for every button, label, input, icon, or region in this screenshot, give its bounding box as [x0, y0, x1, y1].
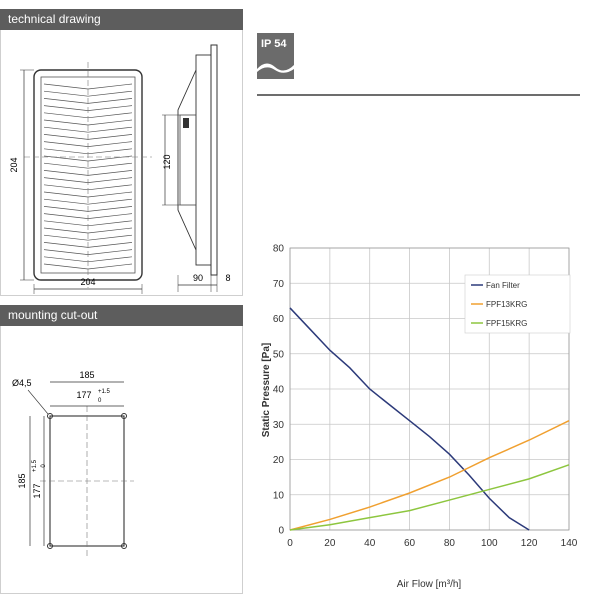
- legend-entry: Fan Filter: [486, 281, 520, 290]
- side-tol-plus: +1.5: [32, 459, 38, 472]
- dim-width-label: 204: [80, 277, 95, 287]
- x-tick-label: 100: [481, 538, 498, 549]
- technical-drawing-header: technical drawing: [0, 9, 243, 30]
- x-tick-label: 60: [404, 538, 416, 549]
- x-tick-label: 120: [521, 538, 538, 549]
- series-line-2: [289, 464, 570, 531]
- x-tick-label: 40: [364, 538, 376, 549]
- x-tick-label: 80: [444, 538, 456, 549]
- y-tick-label: 50: [273, 349, 285, 360]
- dim-flange-label: 8: [225, 273, 230, 283]
- dim-side-height-label: 120: [162, 154, 172, 169]
- y-tick-label: 40: [273, 385, 285, 396]
- y-tick-label: 10: [273, 490, 285, 501]
- inner-width-tol-plus: +1.5: [98, 389, 111, 395]
- plot-area: [289, 247, 570, 531]
- mounting-cutout-figure: Ø4,5 185 177 +1.5 0 185 177 +1.5 0: [12, 370, 134, 556]
- y-axis-label: Static Pressure [Pa]: [261, 343, 272, 438]
- y-tick-label: 30: [273, 420, 285, 431]
- pressure-flow-chart: 0 20 40 60 80 100 120 140 0 10 20 30 40 50 60 70 80 Stat…: [261, 244, 578, 591]
- legend-entry: FPF15KRG: [486, 319, 527, 328]
- y-tick-label: 0: [278, 526, 284, 537]
- ip-rating-badge: IP 54: [257, 33, 294, 79]
- y-tick-label: 80: [273, 244, 285, 255]
- y-tick-label: 60: [273, 314, 285, 325]
- series-line-0: [289, 307, 530, 531]
- wave-icon: [257, 63, 294, 79]
- dim-depth-label: 90: [193, 273, 203, 283]
- mounting-cutout-panel: [0, 326, 243, 594]
- hole-diameter-label: Ø4,5: [12, 378, 32, 388]
- side-tol-zero: 0: [41, 464, 47, 468]
- outer-width-label: 185: [79, 370, 94, 380]
- legend-entry: FPF13KRG: [486, 300, 527, 309]
- x-tick-label: 0: [287, 538, 293, 549]
- dim-height-label: 204: [9, 157, 19, 172]
- header-rule: [257, 94, 580, 96]
- x-tick-label: 140: [561, 538, 578, 549]
- x-tick-label: 20: [324, 538, 336, 549]
- x-axis-label: Air Flow [m³/h]: [397, 579, 462, 590]
- technical-drawing-panel: [0, 30, 243, 296]
- inner-width-label: 177: [76, 390, 91, 400]
- side-inner-label: 177: [32, 483, 42, 498]
- technical-drawing-figure: 204 204 120 90 8: [9, 44, 231, 294]
- mounting-cutout-header: mounting cut-out: [0, 305, 243, 326]
- inner-width-tol-zero: 0: [98, 398, 102, 404]
- y-tick-label: 20: [273, 455, 285, 466]
- ip-rating-label: IP 54: [261, 38, 287, 50]
- y-tick-label: 70: [273, 279, 285, 290]
- side-height-label: 185: [17, 473, 27, 488]
- series-line-1: [289, 420, 570, 531]
